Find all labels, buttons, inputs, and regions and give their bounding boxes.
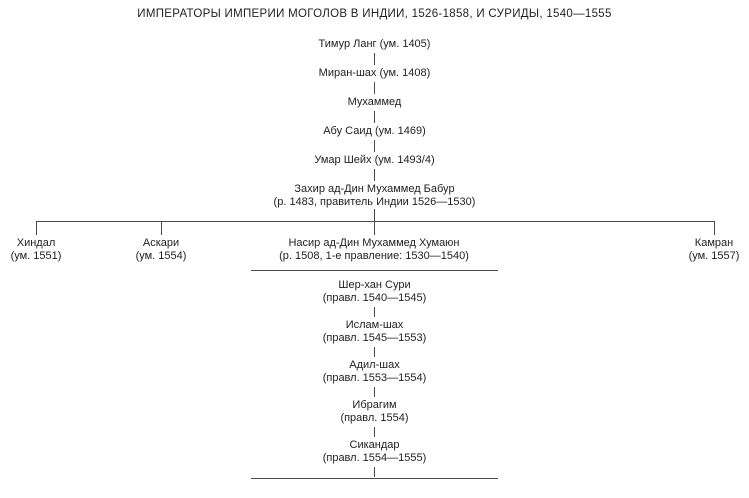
bracket-line-top xyxy=(251,270,498,271)
person-dates: (ум. 1554) xyxy=(135,250,187,262)
node-sikandar: Сикандар (правл. 1554—1555) xyxy=(323,439,427,465)
surid-chain: Шер-хан Сури (правл. 1540—1545) Ислам-ша… xyxy=(0,279,749,479)
node-kamran: Камран (ум. 1557) xyxy=(689,237,740,263)
connector-stub xyxy=(374,209,375,221)
connector-line xyxy=(374,467,375,477)
person-name: Захир ад-Дин Мухаммед Бабур xyxy=(294,183,455,195)
connector-line xyxy=(374,427,375,437)
connector-stub xyxy=(374,221,375,235)
node-abu-said: Абу Саид (ум. 1469) xyxy=(323,125,426,137)
person-name: Хиндал xyxy=(16,237,56,249)
person-name: Ибрагим xyxy=(352,399,397,411)
node-hindal: Хиндал (ум. 1551) xyxy=(11,237,62,263)
node-askari: Аскари (ум. 1554) xyxy=(136,237,187,263)
person-name: Ислам-шах xyxy=(345,319,404,331)
person-dates: (правл. 1540—1545) xyxy=(322,292,427,304)
bracket-line-bottom xyxy=(251,478,498,479)
node-sher-khan-suri: Шер-хан Сури (правл. 1540—1545) xyxy=(323,279,427,305)
connector-line xyxy=(374,111,375,123)
node-babur: Захир ад-Дин Мухаммед Бабур (р. 1483, пр… xyxy=(274,183,476,209)
node-umar-sheikh: Умар Шейх (ум. 1493/4) xyxy=(314,154,435,166)
person-dates: (ум. 1557) xyxy=(688,250,740,262)
node-miran-shah: Миран-шах (ум. 1408) xyxy=(318,67,431,79)
person-dates: (р. 1483, правитель Индии 1526—1530) xyxy=(273,196,476,208)
node-humayun: Насир ад-Дин Мухаммед Хумаюн (р. 1508, 1… xyxy=(279,237,469,263)
connector-line xyxy=(374,307,375,317)
diagram-title: ИМПЕРАТОРЫ ИМПЕРИИ МОГОЛОВ В ИНДИИ, 1526… xyxy=(137,8,612,20)
person-dates: (правл. 1554—1555) xyxy=(322,452,427,464)
person-name: Адил-шах xyxy=(349,359,400,371)
connector-line xyxy=(374,169,375,181)
connector-line xyxy=(374,53,375,65)
connector-line xyxy=(374,347,375,357)
connector-stub xyxy=(161,221,162,235)
ancestor-chain: Тимур Ланг (ум. 1405) Миран-шах (ум. 140… xyxy=(0,38,749,209)
node-muhammad: Мухаммед xyxy=(347,96,402,108)
person-dates: (ум. 1551) xyxy=(10,250,62,262)
node-islam-shah: Ислам-шах (правл. 1545—1553) xyxy=(323,319,427,345)
person-dates: (правл. 1553—1554) xyxy=(322,372,427,384)
branch-line xyxy=(36,221,715,222)
connector-line xyxy=(374,387,375,397)
person-name: Сикандар xyxy=(349,439,400,451)
person-dates: (правл. 1545—1553) xyxy=(322,332,427,344)
connector-line xyxy=(374,82,375,94)
node-timur-lang: Тимур Ланг (ум. 1405) xyxy=(318,38,431,50)
connector-stub xyxy=(714,221,715,235)
person-name: Камран xyxy=(694,237,734,249)
person-dates: (р. 1508, 1-е правление: 1530—1540) xyxy=(279,250,469,262)
person-name: Шер-хан Сури xyxy=(338,279,411,291)
connector-stub xyxy=(36,221,37,235)
person-name: Аскари xyxy=(142,237,180,249)
person-name: Насир ад-Дин Мухаммед Хумаюн xyxy=(288,237,460,249)
connector-line xyxy=(374,140,375,152)
node-ibrahim: Ибрагим (правл. 1554) xyxy=(340,399,408,425)
node-adil-shah: Адил-шах (правл. 1553—1554) xyxy=(323,359,427,385)
person-dates: (правл. 1554) xyxy=(340,412,409,424)
